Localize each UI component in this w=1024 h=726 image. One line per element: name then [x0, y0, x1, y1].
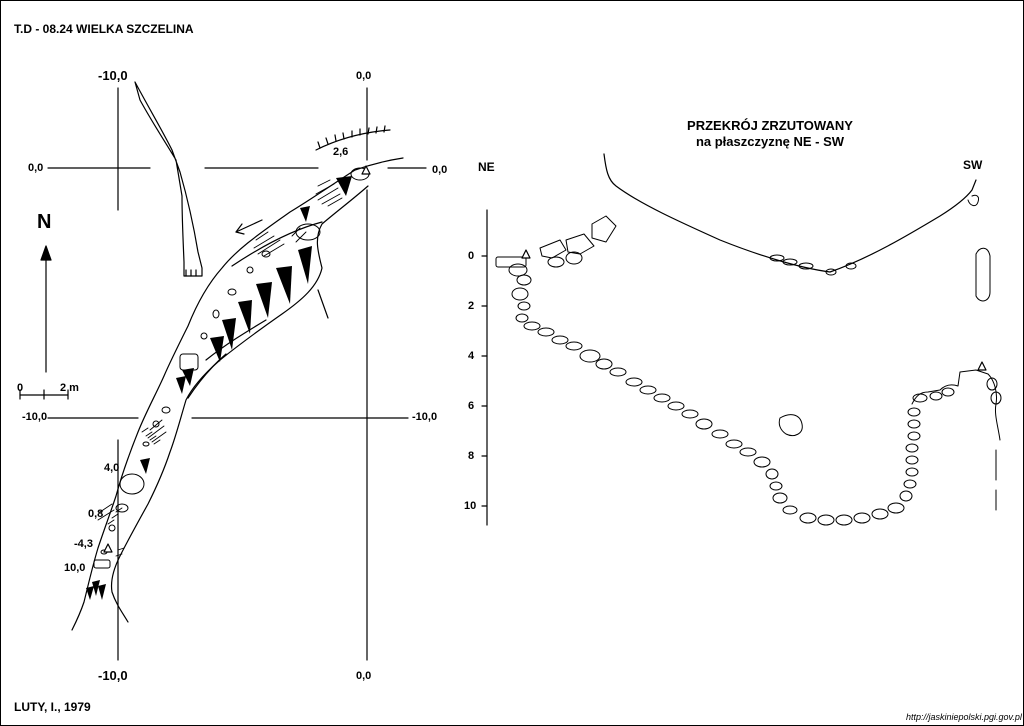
section-title: PRZEKRÓJ ZRZUTOWANY [687, 118, 853, 133]
depth-tick-label: 2 [468, 300, 475, 312]
north-arrow [40, 245, 52, 373]
depth-label: 4,0 [104, 462, 120, 474]
depth-label: 0,8 [88, 508, 104, 520]
scale-length-label: 2 m [60, 382, 79, 394]
scale-bar [19, 389, 69, 400]
section-depth-axis [481, 209, 488, 526]
section-subtitle: na płaszczyznę NE - SW [695, 134, 845, 149]
scale-zero-label: 0 [17, 382, 24, 394]
author-credit: LUTY, I., 1979 [14, 700, 91, 714]
grid-label-y-mid-left: -10,0 [22, 411, 48, 423]
depth-tick-label: 4 [468, 350, 475, 362]
plan-rocks [93, 167, 370, 569]
grid-label-y-mid-right: -10,0 [412, 411, 438, 423]
plan-grid [47, 87, 427, 661]
depth-tick-label: 0 [468, 250, 475, 262]
grid-label-x-right-top: 0,0 [356, 70, 372, 82]
grid-label-x-left-top: -10,0 [98, 68, 128, 83]
depth-tick-label: 8 [468, 450, 475, 462]
direction-ne-label: NE [478, 160, 495, 174]
section-surface-rocks [769, 194, 979, 276]
depth-label: -4,3 [74, 538, 93, 550]
plan-hatching [97, 179, 343, 521]
direction-sw-label: SW [963, 158, 983, 172]
entrance-hachure [315, 125, 391, 151]
grid-label-y-top-left: 0,0 [28, 162, 44, 174]
plan-tick-marks [107, 427, 161, 557]
source-url[interactable]: http://jaskiniepolski.pgi.gov.pl [906, 712, 1022, 722]
grid-label-y-top-right: 0,0 [432, 164, 448, 176]
side-passage-outline [134, 81, 203, 277]
plan-debris-triangles [86, 176, 352, 600]
grid-label-x-right-bottom: 0,0 [356, 670, 372, 682]
depth-label: 10,0 [64, 562, 86, 574]
depth-label: 2,6 [333, 146, 349, 158]
main-fissure-outline [71, 157, 404, 631]
grid-label-x-left-bottom: -10,0 [98, 668, 128, 683]
north-label: N [37, 211, 52, 233]
main-fissure-outline-right [110, 185, 369, 623]
depth-tick-label: 10 [464, 500, 477, 512]
depth-tick-label: 6 [468, 400, 475, 412]
section-cave-profile [495, 215, 1002, 526]
map-title: T.D - 08.24 WIELKA SZCZELINA [14, 22, 194, 36]
section-surface-profile [603, 153, 977, 273]
